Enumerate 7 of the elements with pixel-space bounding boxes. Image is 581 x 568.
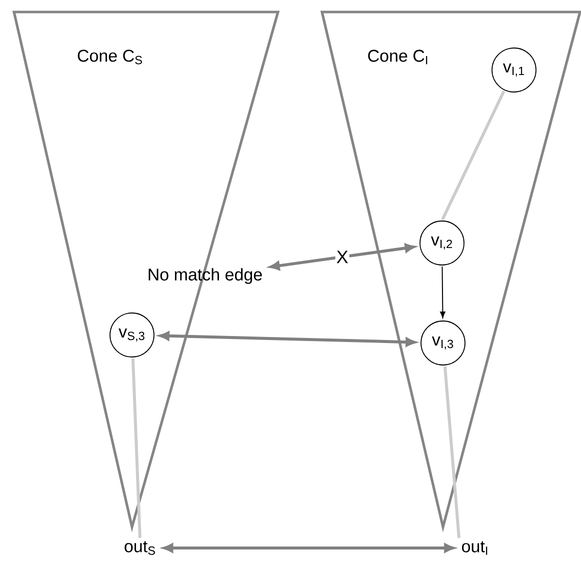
connector-line <box>131 358 142 538</box>
arrow <box>440 266 446 318</box>
text-label: out$_{I}$ <box>462 541 488 555</box>
connector-line <box>441 90 506 220</box>
text-label: out$_{S}$ <box>124 541 155 555</box>
connector-line <box>443 366 460 538</box>
text-label: No match edge <box>148 268 262 284</box>
